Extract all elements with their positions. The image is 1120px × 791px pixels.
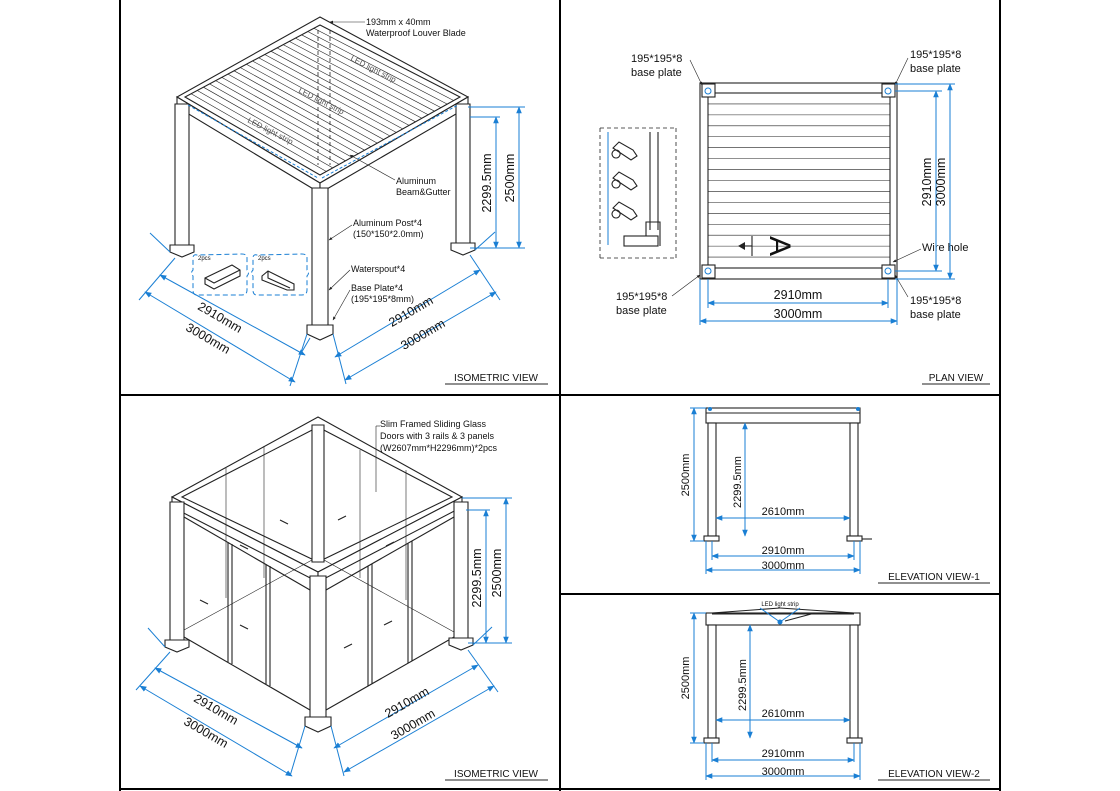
callout-post-line2: (150*150*2.0mm): [353, 229, 424, 239]
callout-blade-line1: 193mm x 40mm: [366, 17, 431, 27]
elev2-led-label: LED light strip: [761, 602, 799, 608]
baseplate-tr-line1: 195*195*8: [910, 49, 961, 61]
louver-blade: [246, 64, 384, 140]
elev2-title-block: ELEVATION VIEW-2: [878, 769, 990, 781]
view-title: ELEVATION VIEW-2: [888, 769, 980, 780]
plan-dim-inner-v: 2910mm: [920, 158, 934, 207]
gutter-detail-right: 2pcs: [251, 253, 309, 296]
callout-baseplate-line1: Base Plate*4: [351, 283, 403, 293]
view-title: PLAN VIEW: [929, 373, 984, 384]
callout-waterspout: Waterspout*4: [351, 264, 405, 274]
qty-label: 2pcs: [198, 256, 211, 262]
elevation-view-2: LED light strip 2500mm 2299.5mm 2610mm 2…: [680, 602, 863, 780]
louver-blade: [190, 93, 327, 172]
louver-blade: [252, 60, 391, 137]
dim-height-outer: 2500mm: [490, 549, 504, 598]
louver-blade: [240, 67, 378, 144]
sheet-frame: [119, 0, 1001, 791]
elev2-dim-inner: 2910mm: [762, 748, 805, 760]
callout-beam-line1: Aluminum: [396, 176, 436, 186]
baseplate-tr-line2: base plate: [910, 63, 961, 75]
iso-top-title-block: ISOMETRIC VIEW: [445, 373, 548, 385]
section-mark-A: A: [763, 236, 796, 256]
louver-blade: [301, 34, 442, 108]
louver-blade: [276, 47, 416, 123]
callout-blade-line2: Waterproof Louver Blade: [366, 28, 466, 38]
baseplate-tl-line2: base plate: [631, 67, 682, 79]
louver-blade: [197, 90, 333, 169]
callout-doors-line2: Doors with 3 rails & 3 panels: [380, 431, 495, 441]
louver-blade: [203, 86, 340, 165]
gutter-detail-left: 2pcs: [191, 253, 249, 296]
plan-view: A: [699, 82, 898, 280]
baseplate-br-line1: 195*195*8: [910, 295, 961, 307]
elev1-title-block: ELEVATION VIEW-1: [878, 572, 990, 584]
door-handles: [199, 515, 395, 649]
elev1-dim-clear: 2610mm: [762, 506, 805, 518]
plan-title-block: PLAN VIEW: [922, 373, 990, 385]
wire-hole-label: Wire hole: [922, 242, 968, 254]
callout-baseplate-line2: (195*195*8mm): [351, 294, 414, 304]
callout-beam-line2: Beam&Gutter: [396, 187, 451, 197]
view-title: ELEVATION VIEW-1: [888, 572, 980, 583]
elev2-dim-outer: 3000mm: [762, 766, 805, 778]
baseplate-tl-line1: 195*195*8: [631, 53, 682, 65]
louver-blade: [307, 31, 448, 105]
plan-dim-inner-h: 2910mm: [774, 288, 823, 302]
view-title: ISOMETRIC VIEW: [454, 769, 538, 780]
louver-blade: [295, 37, 435, 112]
qty-label: 2pcs: [258, 256, 271, 262]
louver-blade: [270, 50, 410, 126]
louver-blade: [227, 73, 365, 151]
iso-bottom-callouts: Slim Framed Sliding Glass Doors with 3 r…: [375, 419, 498, 492]
elev2-dim-height-inner: 2299.5mm: [737, 659, 749, 711]
louver-blade: [313, 28, 454, 101]
elev1-dim-height-outer: 2500mm: [680, 454, 692, 497]
glass-wall-back: [183, 446, 455, 633]
plan-dim-outer-h: 3000mm: [774, 307, 823, 321]
iso-bottom-title-block: ISOMETRIC VIEW: [445, 769, 548, 781]
elev1-dim-inner: 2910mm: [762, 545, 805, 557]
louver-blade: [289, 41, 429, 115]
baseplate-bl-line1: 195*195*8: [616, 291, 667, 303]
view-title: ISOMETRIC VIEW: [454, 373, 538, 384]
plan-louver-slats: [708, 103, 890, 258]
louver-blade: [215, 80, 352, 158]
elev2-dim-height-outer: 2500mm: [680, 657, 692, 700]
callout-doors-line1: Slim Framed Sliding Glass: [380, 419, 487, 429]
louver-blade: [209, 83, 346, 162]
baseplate-br-line2: base plate: [910, 309, 961, 321]
louver-blade: [233, 70, 372, 147]
louver-blade: [258, 57, 397, 133]
louver-blade: [283, 44, 422, 119]
isometric-view-roof: LED light strip LED light strip LED ligh…: [169, 16, 476, 341]
dim-height-inner: 2299.5mm: [470, 548, 484, 607]
plan-section-detail: [599, 127, 677, 259]
plan-callouts: 195*195*8 base plate 195*195*8 base plat…: [616, 49, 968, 321]
louver-blade: [221, 77, 359, 154]
baseplate-bl-line2: base plate: [616, 305, 667, 317]
dim-height-inner: 2299.5mm: [480, 153, 494, 212]
elev1-dim-outer: 3000mm: [762, 560, 805, 572]
louver-blades: [190, 28, 454, 172]
elevation-view-1: 2500mm 2299.5mm 2610mm 2910mm 3000mm: [680, 407, 872, 574]
plan-dimensions: 2910mm 3000mm 2910mm 3000mm: [699, 83, 955, 325]
louver-blade: [264, 54, 403, 130]
isometric-view-glass: [164, 416, 474, 733]
plan-dim-outer-v: 3000mm: [934, 158, 948, 207]
dim-height-outer: 2500mm: [503, 154, 517, 203]
elev2-dim-clear: 2610mm: [762, 708, 805, 720]
callout-doors-line3: (W2607mm*H2296mm)*2pcs: [380, 443, 498, 453]
callout-post-line1: Aluminum Post*4: [353, 218, 422, 228]
elev1-dim-height-inner: 2299.5mm: [732, 456, 744, 508]
